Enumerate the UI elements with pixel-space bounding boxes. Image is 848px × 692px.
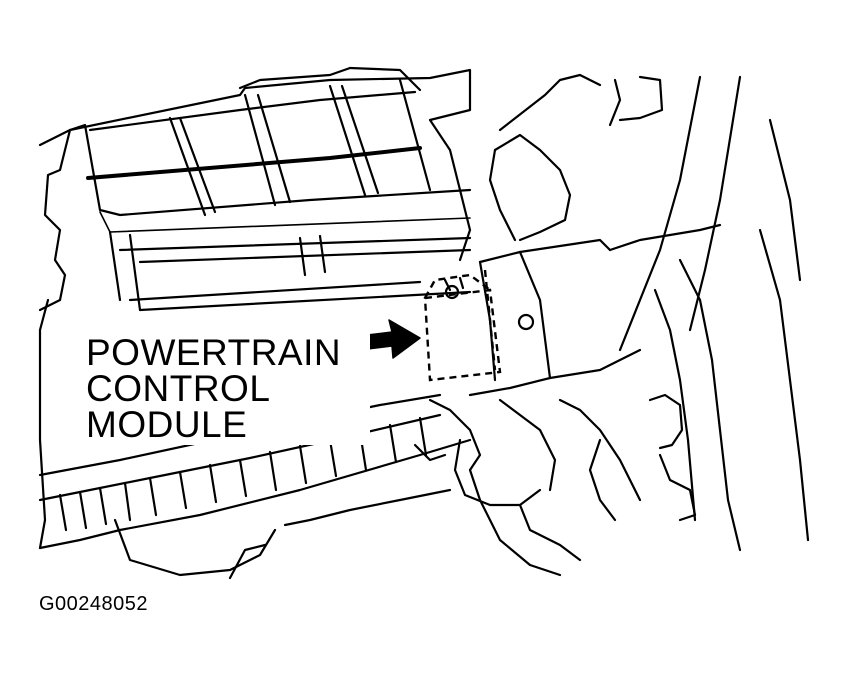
callout-background [80,325,370,445]
pcm-module [423,269,502,382]
callout-label-line2: CONTROL [86,368,271,409]
callout-label-line1: POWERTRAIN [86,332,342,373]
mounting-bracket [468,238,642,397]
wiring-harness [413,73,602,577]
callout-label-line3: MODULE [86,404,248,445]
housing-lid [68,66,472,312]
figure-id: G00248052 [39,593,149,615]
right-frame [558,75,810,552]
